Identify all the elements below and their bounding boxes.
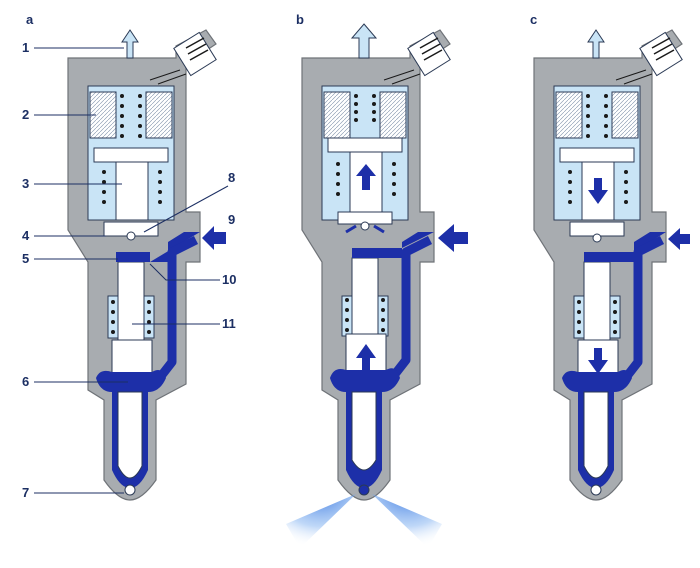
fuel-feed-line — [388, 235, 433, 381]
control-plunger — [351, 257, 379, 337]
panel-a: a — [26, 12, 226, 501]
return-arrow-up — [121, 29, 139, 59]
nozzle-tip — [590, 484, 602, 496]
panel-letter: b — [296, 12, 304, 27]
nozzle-tip — [358, 484, 370, 496]
callout-8: 8 — [228, 170, 235, 185]
nozzle-spring — [345, 298, 385, 332]
solenoid-coil-right — [611, 91, 639, 139]
ball-valve — [360, 221, 370, 231]
nozzle-needle — [351, 391, 377, 471]
callout-10: 10 — [222, 272, 236, 287]
spring-armature — [336, 162, 396, 196]
nozzle-spring — [577, 300, 617, 334]
armature-stem — [115, 161, 149, 221]
nozzle-spring — [111, 300, 151, 334]
control-plunger — [117, 261, 145, 343]
electrical-connector — [615, 31, 683, 85]
callout-11: 11 — [222, 316, 236, 331]
spring-upper — [354, 94, 376, 122]
ball-valve — [592, 233, 602, 243]
ball-valve — [126, 231, 136, 241]
inlet-arrow — [202, 226, 226, 250]
spring-upper — [120, 94, 142, 138]
callouts-panel-a: 1 2 3 4 5 6 7 8 9 10 11 — [22, 40, 236, 500]
solenoid-coil-left — [323, 91, 351, 139]
callout-1: 1 — [22, 40, 29, 55]
electrical-connector — [383, 31, 451, 85]
needle-up-arrow — [356, 344, 376, 370]
needle-down-arrow — [588, 348, 608, 374]
fuel-feed-line — [620, 235, 665, 383]
callout-4: 4 — [22, 228, 30, 243]
high-pressure-channel — [116, 232, 200, 262]
nozzle-needle — [117, 391, 143, 479]
return-arrow-up — [587, 29, 605, 59]
return-arrow-up — [350, 23, 378, 59]
armature-plate — [327, 137, 403, 153]
panel-b: b — [286, 12, 468, 548]
armature-up-arrow — [356, 164, 376, 190]
solenoid-coil-left — [555, 91, 583, 139]
fuel-feed-line — [154, 235, 199, 383]
nozzle-tip — [124, 484, 136, 496]
high-pressure-channel — [352, 232, 434, 258]
spring-armature — [102, 170, 162, 204]
inlet-arrow — [438, 224, 468, 252]
fuel-spray-right — [372, 494, 442, 548]
armature-plate — [93, 147, 169, 163]
armature-plate — [559, 147, 635, 163]
control-plunger — [583, 261, 611, 343]
electrical-connector — [149, 31, 217, 85]
fuel-spray-left — [286, 494, 356, 548]
solenoid-coil-right — [145, 91, 173, 139]
solenoid-coil-right — [379, 91, 407, 139]
armature-down-arrow — [588, 178, 608, 204]
callout-3: 3 — [22, 176, 29, 191]
callout-5: 5 — [22, 251, 29, 266]
inlet-arrow — [668, 228, 690, 250]
nozzle-needle — [583, 391, 609, 479]
callout-9: 9 — [228, 212, 235, 227]
spring-upper — [586, 94, 608, 138]
release-flow-arrows — [345, 224, 385, 234]
callout-2: 2 — [22, 107, 29, 122]
spring-armature — [568, 170, 628, 204]
panel-letter: c — [530, 12, 537, 27]
callout-6: 6 — [22, 374, 29, 389]
panel-letter: a — [26, 12, 34, 27]
high-pressure-channel — [584, 232, 666, 262]
callout-7: 7 — [22, 485, 29, 500]
panel-c: c — [530, 12, 690, 501]
